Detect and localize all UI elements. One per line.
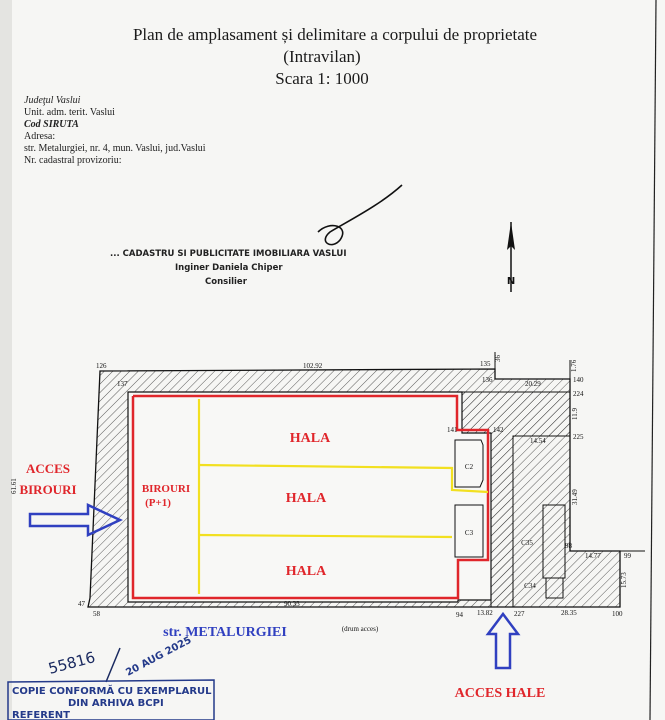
building-c3 — [454, 504, 484, 558]
arrow-up-icon — [485, 611, 521, 670]
distance-15-73: 15.73 — [620, 572, 628, 588]
distance-13-82: 13.82 — [477, 609, 493, 617]
stamp-role: Consilier — [205, 277, 248, 287]
stamp-line2: DIN ARHIVA BCPI — [68, 698, 164, 709]
street-name: str. METALURGIEI — [163, 625, 287, 640]
point-225: 225 — [573, 433, 584, 441]
access-halls-label: ACCES HALE — [455, 686, 546, 701]
point-141: 141 — [447, 426, 458, 434]
access-offices-line1: ACCES — [26, 461, 70, 476]
point-137: 137 — [117, 380, 128, 388]
point-140: 140 — [573, 376, 584, 384]
label-c2: C2 — [465, 463, 474, 471]
point-99: 99 — [624, 552, 632, 560]
point-224: 224 — [573, 390, 584, 398]
adjacent-hatched-area — [461, 391, 571, 608]
stamp-office: ... CADASTRU SI PUBLICITATE IMOBILIARA V… — [110, 249, 347, 259]
registration-number: 55816 — [46, 648, 97, 678]
county: Judeţul Vaslui — [24, 95, 81, 106]
signature-stamp: ... CADASTRU SI PUBLICITATE IMOBILIARA V… — [110, 249, 347, 287]
stamp-line1: COPIE CONFORMĂ CU EXEMPLARUL — [12, 684, 212, 697]
point-227: 227 — [514, 610, 525, 618]
distance-36: 36 — [494, 355, 502, 363]
room-birouri: BIROURI — [142, 483, 190, 495]
label-c35: C35 — [521, 539, 533, 547]
building-c2 — [454, 439, 484, 488]
copy-stamp-box — [7, 679, 215, 720]
stamp-date: 20 AUG 2025 — [124, 635, 193, 679]
distance-11-9: 11.9 — [571, 408, 579, 420]
distance-1-76: 1.76 — [570, 359, 578, 372]
north-arrow-icon: N — [507, 222, 515, 292]
distance-90-33: 90.33 — [284, 600, 300, 608]
distance-28-35: 28.35 — [561, 609, 577, 617]
room-hala-2: HALA — [286, 491, 327, 506]
cadastral-number: Nr. cadastral provizoriu: — [24, 155, 121, 166]
label-c3: C3 — [465, 529, 474, 537]
address: str. Metalurgiei, nr. 4, mun. Vaslui, ju… — [24, 143, 206, 154]
building-c34 — [545, 577, 564, 599]
distance-14-54: 14.54 — [530, 437, 546, 445]
distance-20-29: 20.29 — [525, 380, 541, 388]
signature — [317, 184, 403, 246]
point-98: 98 — [565, 542, 573, 550]
distance-top: 102.92 — [303, 362, 323, 370]
uat: Unit. adm. terit. Vaslui — [24, 107, 115, 118]
scan-shadow — [0, 0, 12, 720]
access-road-label: (drum acces) — [342, 625, 379, 633]
document-subtitle: (Intravilan) — [283, 47, 360, 66]
address-label: Adresa: — [24, 131, 55, 142]
point-136: 136 — [482, 376, 493, 384]
north-label: N — [507, 276, 515, 287]
distance-61-61: 61.61 — [10, 478, 18, 494]
point-126: 126 — [96, 362, 107, 370]
scale-label: Scara 1: 1000 — [275, 69, 368, 88]
point-142: 142 — [493, 426, 504, 434]
scan-edge — [649, 0, 657, 720]
stamp-name: Inginer Daniela Chiper — [175, 263, 283, 273]
stamp-slash — [105, 647, 121, 683]
room-hala-3: HALA — [286, 564, 327, 579]
point-94: 94 — [456, 611, 464, 619]
stamp-line3: REFERENT — [12, 710, 70, 720]
document-title: Plan de amplasament și delimitare a corp… — [133, 25, 537, 44]
access-offices-line2: BIROURI — [19, 482, 76, 497]
point-100: 100 — [612, 610, 623, 618]
distance-14-77: 14.77 — [585, 552, 601, 560]
hall-divisions — [197, 399, 489, 594]
room-hala-1: HALA — [290, 431, 331, 446]
point-47: 47 — [78, 600, 86, 608]
point-135: 135 — [480, 360, 491, 368]
point-58: 58 — [93, 610, 101, 618]
property-outline-red — [131, 394, 490, 600]
arrow-right-icon — [28, 503, 123, 537]
room-birouri-floors: (P+1) — [145, 497, 171, 509]
siruta: Cod SIRUTA — [24, 119, 79, 130]
distance-31-49: 31.49 — [571, 489, 579, 505]
label-c34: C34 — [524, 582, 536, 590]
